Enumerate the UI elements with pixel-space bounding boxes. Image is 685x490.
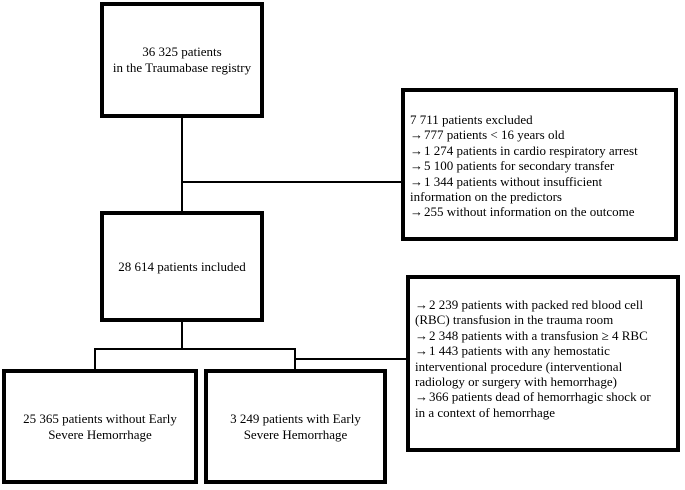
excluded-item: →777 patients < 16 years old bbox=[410, 127, 565, 143]
criteria-item: →2 239 patients with packed red blood ce… bbox=[415, 297, 644, 312]
without-line2: Severe Hemorrhage bbox=[48, 426, 152, 442]
excluded-item: →255 without information on the outcome bbox=[410, 204, 635, 220]
connector-registry-to-included bbox=[181, 117, 183, 213]
excluded-item: →5 100 patients for secondary transfer bbox=[410, 158, 615, 174]
arrow-icon: → bbox=[410, 142, 423, 158]
excluded-box: 7 711 patients excluded →777 patients < … bbox=[401, 88, 678, 241]
excluded-item-continuation: information on the predictors bbox=[410, 189, 562, 205]
registry-box: 36 325 patients in the Traumabase regist… bbox=[100, 2, 264, 118]
arrow-icon: → bbox=[410, 127, 423, 143]
connector-to-criteria bbox=[294, 358, 408, 360]
registry-line2: in the Traumabase registry bbox=[112, 60, 252, 75]
arrow-icon: → bbox=[415, 297, 428, 312]
arrow-icon: → bbox=[415, 327, 428, 343]
connector-split-horizontal bbox=[94, 348, 296, 350]
criteria-item-continuation: in a context of hemorrhage bbox=[415, 404, 556, 420]
criteria-item: →366 patients dead of hemorrhagic shock … bbox=[415, 389, 651, 405]
criteria-item: →2 348 patients with a transfusion ≥ 4 R… bbox=[415, 327, 648, 343]
excluded-item: →1 274 patients in cardio respiratory ar… bbox=[410, 142, 638, 158]
without-line1: 25 365 patients without Early bbox=[23, 410, 177, 426]
criteria-item-continuation: interventional procedure (interventional bbox=[415, 358, 623, 374]
criteria-item: →1 443 patients with any hemostatic bbox=[415, 343, 610, 359]
without-esh-box: 25 365 patients without Early Severe Hem… bbox=[2, 369, 198, 484]
excluded-header: 7 711 patients excluded bbox=[410, 112, 533, 127]
criteria-item-continuation: radiology or surgery with hemorrhage) bbox=[415, 374, 617, 390]
arrow-icon: → bbox=[415, 343, 428, 359]
included-box: 28 614 patients included bbox=[100, 211, 264, 322]
criteria-box: →2 239 patients with packed red blood ce… bbox=[406, 275, 680, 452]
criteria-item-continuation: (RBC) transfusion in the trauma room bbox=[415, 312, 614, 328]
with-line1: 3 249 patients with Early bbox=[230, 410, 361, 426]
registry-line1: 36 325 patients bbox=[142, 44, 222, 59]
connector-to-excluded bbox=[181, 181, 403, 183]
connector-included-down bbox=[181, 321, 183, 349]
with-esh-box: 3 249 patients with Early Severe Hemorrh… bbox=[204, 369, 387, 484]
connector-to-without bbox=[94, 348, 96, 370]
criteria-list: →2 239 patients with packed red blood ce… bbox=[415, 297, 651, 420]
with-line2: Severe Hemorrhage bbox=[243, 426, 348, 442]
included-label: 28 614 patients included bbox=[118, 258, 246, 274]
arrow-icon: → bbox=[410, 204, 423, 220]
excluded-list: 7 711 patients excluded →777 patients < … bbox=[410, 112, 638, 220]
arrow-icon: → bbox=[415, 389, 428, 405]
excluded-item: →1 344 patients without insufficient bbox=[410, 173, 603, 189]
arrow-icon: → bbox=[410, 173, 423, 189]
arrow-icon: → bbox=[410, 158, 423, 174]
